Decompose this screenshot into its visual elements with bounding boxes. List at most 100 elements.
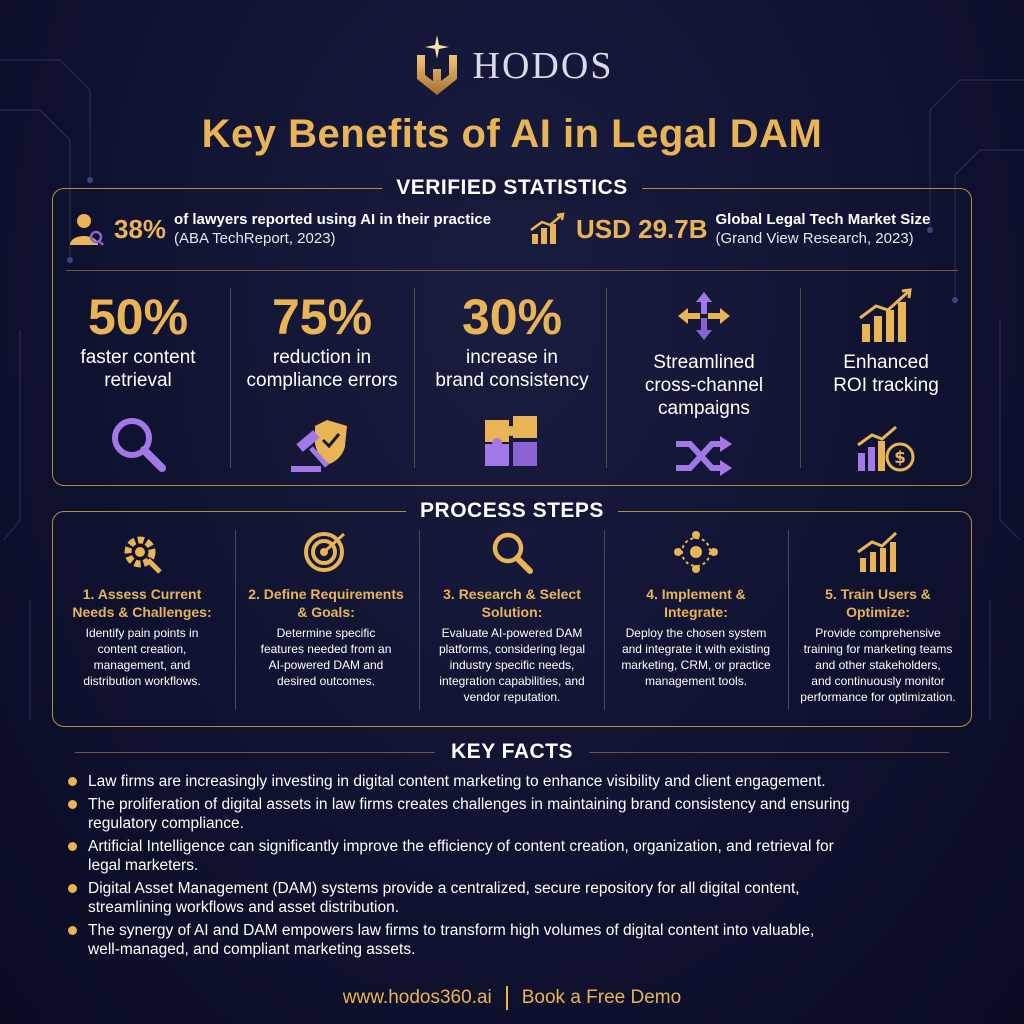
step-title: 1. Assess Current bbox=[82, 586, 202, 602]
stat-label: increase in bbox=[466, 347, 558, 368]
stat-label: campaigns bbox=[658, 398, 750, 419]
step-description: content creation, bbox=[97, 642, 187, 656]
growth-chart-icon bbox=[859, 288, 912, 342]
list-item: Digital Asset Management (DAM) systems p… bbox=[68, 879, 968, 917]
market-stat-value: USD 29.7B bbox=[576, 213, 708, 244]
stat-label: faster content bbox=[80, 347, 196, 368]
divider bbox=[788, 530, 789, 710]
step-description: performance for optimization. bbox=[800, 690, 956, 704]
list-item: Artificial Intelligence can significantl… bbox=[68, 837, 968, 875]
page-title: Key Benefits of AI in Legal DAM bbox=[201, 112, 823, 156]
network-icon bbox=[674, 531, 718, 573]
process-steps-panel: PROCESS STEPS bbox=[52, 499, 972, 727]
divider bbox=[66, 270, 958, 271]
svg-text:$: $ bbox=[894, 448, 906, 468]
divider bbox=[604, 530, 605, 710]
lawyers-stat-source: (ABA TechReport, 2023) bbox=[174, 230, 336, 247]
step-title: Integrate: bbox=[664, 604, 728, 620]
market-stat: USD 29.7B Global Legal Tech Market Size … bbox=[528, 210, 930, 248]
list-item: The proliferation of digital assets in l… bbox=[68, 795, 968, 833]
step-description: Deploy the chosen system bbox=[625, 626, 767, 640]
website-link[interactable]: www.hodos360.ai bbox=[342, 987, 492, 1008]
divider bbox=[588, 751, 949, 753]
brand-name: HODOS bbox=[472, 45, 614, 87]
step-description: integration capabilities, and bbox=[439, 674, 585, 688]
gear-wrench-icon bbox=[124, 536, 162, 574]
fact-text: The synergy of AI and DAM empowers law f… bbox=[88, 922, 815, 939]
stat-label: reduction in bbox=[272, 347, 372, 368]
footer: www.hodos360.ai Book a Free Demo bbox=[0, 986, 1024, 1010]
divider bbox=[800, 288, 801, 468]
fact-text: streamlining workflows and asset distrib… bbox=[88, 899, 399, 916]
step-title: 2. Define Requirements bbox=[248, 586, 404, 602]
stat-label: Enhanced bbox=[843, 352, 929, 373]
step-description: training for marketing teams bbox=[803, 642, 953, 656]
divider bbox=[414, 288, 415, 468]
step-description: management tools. bbox=[644, 674, 748, 688]
key-facts-list: Law firms are increasingly investing in … bbox=[68, 772, 968, 963]
list-item: Law firms are increasingly investing in … bbox=[68, 772, 968, 791]
step-description: marketing, CRM, or practice bbox=[621, 658, 771, 672]
search-icon bbox=[492, 532, 533, 574]
stat-card: 75% reduction in compliance errors bbox=[230, 288, 414, 478]
shuffle-icon bbox=[676, 436, 732, 476]
arrows-icon bbox=[678, 292, 730, 340]
magnifier-icon bbox=[112, 418, 166, 472]
bullet-icon bbox=[68, 777, 77, 786]
fact-text: Artificial Intelligence can significantl… bbox=[88, 838, 834, 855]
key-facts-heading: KEY FACTS bbox=[451, 740, 573, 763]
divider bbox=[235, 530, 236, 710]
step-description: and continuously monitor bbox=[811, 674, 945, 688]
bullet-icon bbox=[68, 800, 77, 809]
step-title: 5. Train Users & bbox=[825, 586, 931, 602]
market-stat-text: Global Legal Tech Market Size bbox=[715, 211, 931, 228]
fact-text: The proliferation of digital assets in l… bbox=[88, 796, 850, 813]
step-title: 3. Research & Select bbox=[443, 586, 581, 602]
step-description: vendor reputation. bbox=[463, 690, 561, 704]
step-description: Evaluate AI-powered DAM bbox=[441, 626, 583, 640]
bullet-icon bbox=[68, 926, 77, 935]
trend-up-icon bbox=[857, 531, 898, 572]
step-description: AI-powered DAM and bbox=[268, 658, 384, 672]
divider bbox=[230, 288, 231, 468]
stat-value: 30% bbox=[461, 289, 563, 345]
step-description: features needed from an bbox=[260, 642, 392, 656]
stat-label: ROI tracking bbox=[833, 375, 939, 396]
step-title: Solution: bbox=[481, 604, 543, 620]
lawyers-stat-value: 38% bbox=[114, 213, 167, 244]
book-demo-link[interactable]: Book a Free Demo bbox=[521, 987, 682, 1008]
list-item: The synergy of AI and DAM empowers law f… bbox=[68, 921, 968, 959]
stat-label: compliance errors bbox=[246, 370, 398, 391]
stat-label: brand consistency bbox=[435, 370, 589, 391]
lawyers-stat-text: of lawyers reported using AI in their pr… bbox=[174, 211, 492, 228]
lawyers-stat: 38% of lawyers reported using AI in thei… bbox=[66, 210, 491, 248]
step-description: Identify pain points in bbox=[85, 626, 199, 640]
stat-label: retrieval bbox=[104, 370, 172, 391]
process-step: 4. Implement &Integrate: Deploy the chos… bbox=[606, 530, 786, 689]
divider bbox=[419, 530, 420, 710]
step-description: management, and bbox=[93, 658, 191, 672]
lawyer-icon bbox=[70, 214, 104, 246]
stat-card: 50% faster content retrieval bbox=[46, 288, 230, 478]
puzzle-icon bbox=[485, 416, 537, 466]
step-description: Determine specific bbox=[276, 626, 376, 640]
fact-text: regulatory compliance. bbox=[88, 815, 244, 832]
step-description: platforms, considering legal bbox=[438, 642, 586, 656]
stat-label: cross-channel bbox=[644, 375, 764, 396]
hodos-shield-icon bbox=[416, 35, 457, 95]
fact-text: Digital Asset Management (DAM) systems p… bbox=[88, 880, 800, 897]
divider bbox=[505, 986, 508, 1010]
step-title: Needs & Challenges: bbox=[72, 604, 212, 620]
step-description: and integrate it with existing bbox=[621, 642, 771, 656]
key-facts-heading-row: KEY FACTS bbox=[0, 740, 1024, 764]
stat-value: 75% bbox=[271, 289, 373, 345]
step-description: Provide comprehensive bbox=[815, 626, 941, 640]
step-description: desired outcomes. bbox=[276, 674, 376, 688]
market-stat-source: (Grand View Research, 2023) bbox=[715, 230, 914, 247]
brand-logo: HODOS bbox=[0, 32, 1024, 100]
roi-dollar-icon: $ bbox=[857, 425, 915, 472]
bullet-icon bbox=[68, 842, 77, 851]
process-step: 5. Train Users &Optimize: Provide compre… bbox=[788, 530, 968, 705]
bar-chart-icon bbox=[530, 212, 565, 244]
